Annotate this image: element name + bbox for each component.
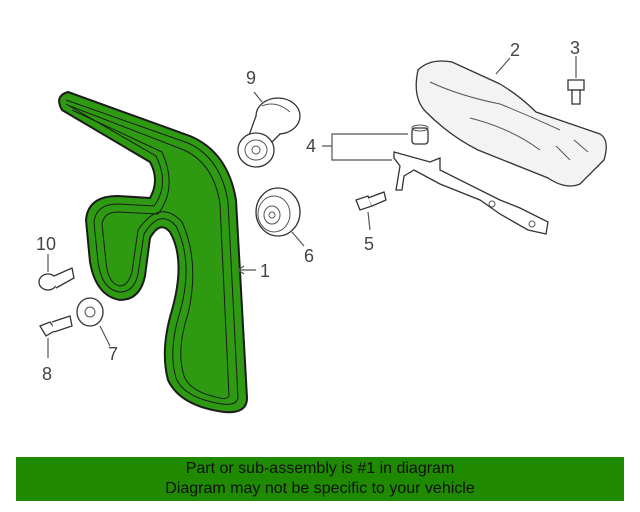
callout-4: 4 bbox=[306, 136, 316, 156]
bolt-5[interactable] bbox=[355, 191, 387, 211]
bolt-10[interactable] bbox=[38, 267, 75, 291]
callout-5: 5 bbox=[364, 234, 374, 254]
belt-rib-2 bbox=[69, 105, 230, 400]
callout-10: 10 bbox=[36, 234, 56, 254]
washer-7[interactable] bbox=[76, 297, 104, 327]
callout-8: 8 bbox=[42, 364, 52, 384]
leader-lines bbox=[47, 56, 577, 358]
callout-1: 1 bbox=[260, 261, 270, 281]
callout-2: 2 bbox=[510, 40, 520, 60]
banner-line-2: Diagram may not be specific to your vehi… bbox=[165, 480, 475, 497]
callout-9: 9 bbox=[246, 68, 256, 88]
bolt-3[interactable] bbox=[567, 79, 585, 105]
parts-diagram: 1 2 3 4 5 6 7 8 9 10 bbox=[36, 38, 607, 414]
banner-line-1: Part or sub-assembly is #1 in diagram bbox=[185, 460, 455, 477]
belt-outer bbox=[58, 90, 249, 414]
belt-tensioner[interactable] bbox=[237, 97, 301, 168]
serpentine-belt[interactable] bbox=[58, 90, 249, 414]
callout-3: 3 bbox=[570, 38, 580, 58]
callout-6: 6 bbox=[304, 246, 314, 266]
bolt-8[interactable] bbox=[39, 315, 73, 337]
callout-7: 7 bbox=[108, 344, 118, 364]
belt-rib-1 bbox=[65, 99, 239, 405]
bracket-assembly[interactable] bbox=[393, 124, 549, 235]
belt-cover[interactable] bbox=[415, 60, 607, 187]
info-banner: Part or sub-assembly is #1 in diagram Di… bbox=[16, 457, 624, 501]
idler-pulley[interactable] bbox=[255, 187, 301, 237]
